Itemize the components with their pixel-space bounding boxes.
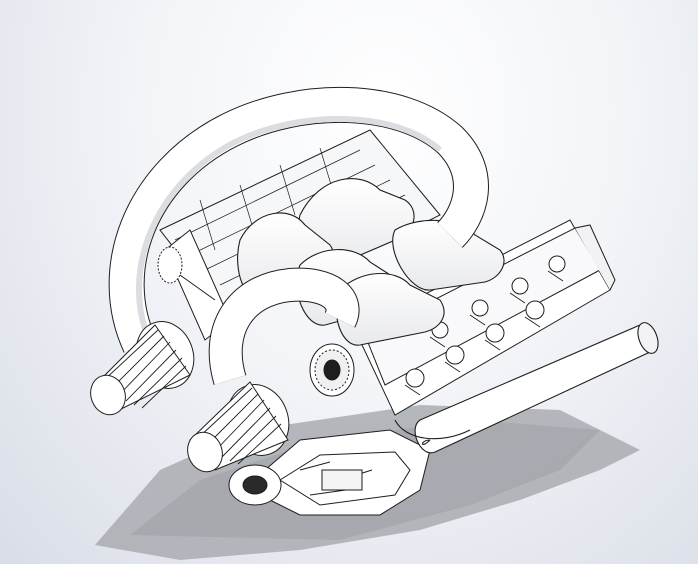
side-exhaust-pipe — [394, 322, 659, 454]
air-filter-lower — [187, 381, 290, 506]
intake-tube-lower — [208, 267, 360, 385]
cylinder-head-right — [354, 219, 616, 416]
intake-tube-loop — [108, 86, 489, 353]
engine-block — [264, 429, 431, 516]
small-pulley — [157, 246, 183, 284]
air-filter-upper — [90, 321, 195, 416]
timing-pulley — [309, 343, 355, 397]
